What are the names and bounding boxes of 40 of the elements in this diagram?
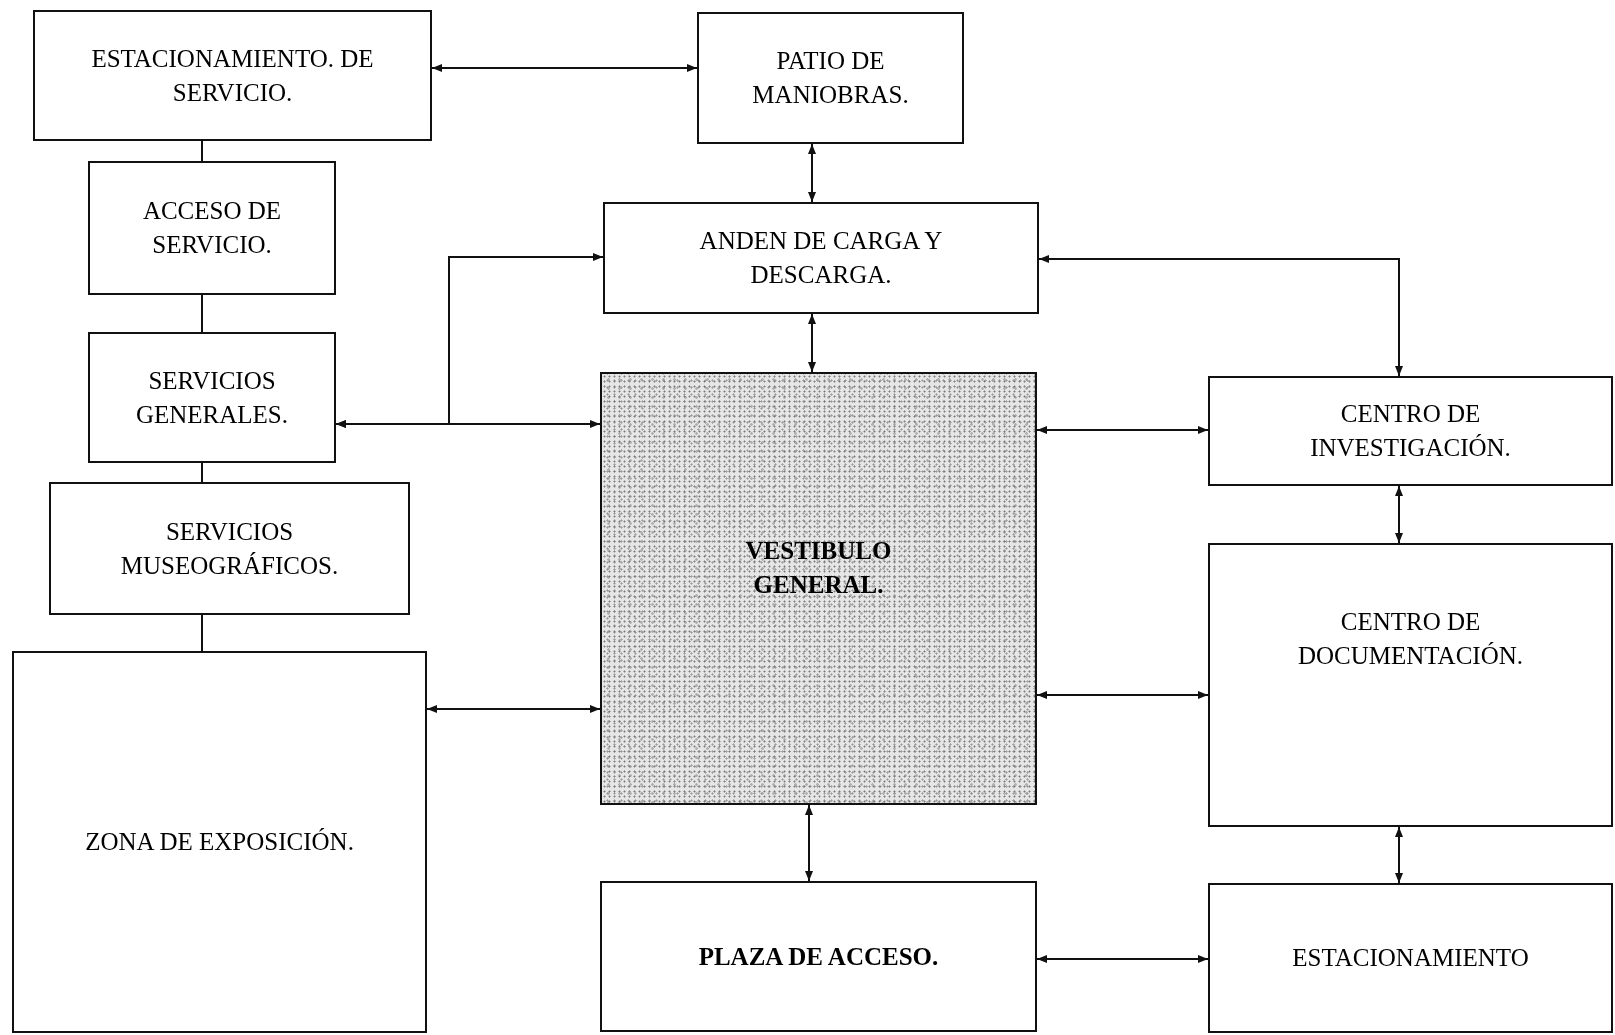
arrow [431, 64, 698, 72]
arrow [335, 420, 601, 428]
arrow [1395, 826, 1403, 884]
area-box [88, 161, 336, 295]
area-label: ESTACIONAMIENTO. DE SERVICIO. [90, 43, 375, 108]
area-label: CENTRO DE INVESTIGACIÓN. [1309, 399, 1512, 463]
area-label: ACCESO DE SERVICIO. [141, 196, 283, 260]
arrow [808, 143, 816, 203]
area-box [1208, 376, 1613, 486]
speckled-area-box [600, 372, 1037, 805]
area-box [603, 202, 1039, 314]
connector-line [201, 140, 203, 162]
area-label: SERVICIOS MUSEOGRÁFICOS. [119, 516, 340, 581]
arrow [426, 705, 601, 713]
area-box [1208, 543, 1613, 827]
area-label: SERVICIOS GENERALES. [134, 365, 290, 430]
arrow [1036, 426, 1209, 434]
arrow [805, 804, 813, 882]
area-box [1208, 883, 1613, 1033]
area-box [49, 482, 410, 615]
area-label: PATIO DE MANIOBRAS. [751, 46, 910, 110]
area-box [12, 651, 427, 1033]
area-label: ANDEN DE CARGA Y DESCARGA. [698, 226, 944, 290]
area-label: PLAZA DE ACCESO. [697, 941, 940, 972]
connector-line [201, 294, 203, 333]
arrow [808, 313, 816, 373]
area-box [600, 881, 1037, 1032]
area-label: ESTACIONAMIENTO [1291, 943, 1530, 974]
area-label: ZONA DE EXPOSICIÓN. [84, 827, 355, 858]
connector-line [201, 614, 203, 652]
area-box [33, 10, 432, 141]
arrow [1038, 255, 1403, 377]
area-box [88, 332, 336, 463]
arrow [1036, 955, 1209, 963]
arrow [1395, 485, 1403, 544]
area-label: CENTRO DE DOCUMENTACIÓN. [1296, 607, 1525, 671]
area-label: VESTIBULO GENERAL. [744, 536, 893, 600]
arrow [1036, 691, 1209, 699]
area-box [697, 12, 964, 144]
connector-line [201, 462, 203, 483]
